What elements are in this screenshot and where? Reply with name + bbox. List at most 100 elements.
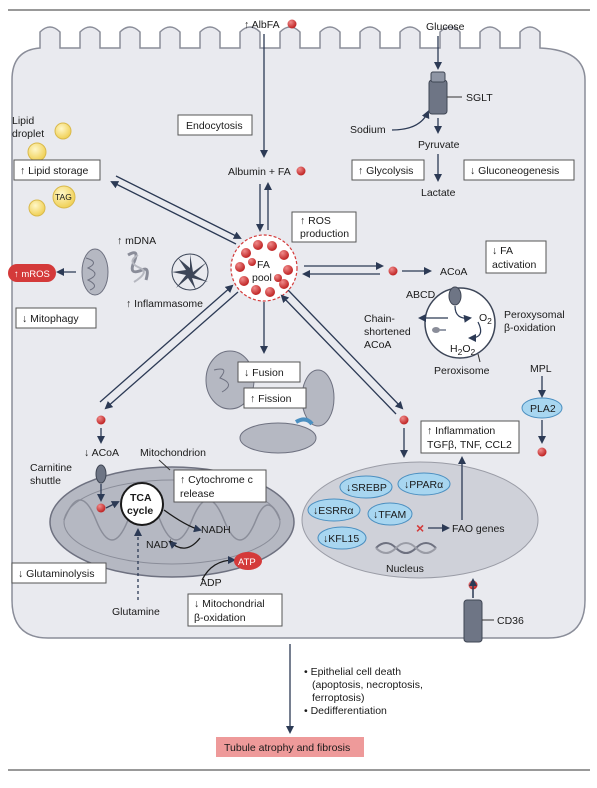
inflammasome-label: ↑ Inflammasome [126,298,203,310]
lactate-label: Lactate [421,187,456,199]
carnitine-shuttle [95,464,120,513]
pla2-label: PLA2 [530,403,556,415]
peroxisome-label: Peroxisome [434,365,490,377]
chain-label-2: shortened [364,326,411,338]
sglt-transporter [428,71,462,115]
chain-label-3: ACoA [364,339,391,351]
fa-dot-albumin [296,166,306,176]
glucose-label: Glucose [426,21,465,33]
fission-box [243,387,307,409]
death-label-3: ferroptosis) [312,692,365,704]
mdna-label: ↑ mDNA [117,235,156,247]
fission-label: ↑ Fission [250,393,292,405]
albumin-fa-label: Albumin + FA [228,166,291,178]
peroxisome [418,286,496,359]
mros-pill [8,264,56,282]
o2-label: O2 [479,312,492,326]
fao-genes-label: FAO genes [452,523,505,535]
sodium-label: Sodium [350,124,386,136]
ros-box [291,211,357,243]
fusion-box [237,361,301,383]
lipid-droplets [27,122,76,217]
pyruvate-label: Pyruvate [418,139,460,151]
fusion-label: ↓ Fusion [244,367,284,379]
atp-label: ATP [238,557,256,568]
mito-ox-box [187,593,283,627]
fa-activation-label-2: activation [492,259,537,271]
ppara-label: ↓PPARα [404,479,443,491]
nad-label: NAD+ [146,536,173,551]
carnitine-label-1: Carnitine [30,462,72,474]
fa-dot-mito [96,415,106,425]
nucleus-label: Nucleus [386,563,424,575]
mdna-icon [127,251,149,283]
fa-dot-top [287,19,297,29]
atp-pill [234,552,262,570]
inflammasome-icon [171,253,209,291]
lipid-droplet-label-1: Lipid [12,115,34,127]
cd36-label: CD36 [497,615,524,627]
dediff-label: • Dedifferentiation [304,705,387,717]
death-label-1: • Epithelial cell death [304,666,401,678]
mpl-label: MPL [530,363,552,375]
cytc-label-2: release [180,488,215,500]
mito-ox-label-2: β-oxidation [194,612,246,624]
px-ox-label-2: β-oxidation [504,322,556,334]
endocytosis-box [177,114,253,136]
abcd-label: ABCD [406,289,436,301]
cytc-label-1: ↑ Cytochrome c [180,474,253,486]
tfam-label: ↓TFAM [373,509,406,521]
inflammation-box [420,420,520,454]
tca-label-1: TCA [130,492,152,504]
final-outcome-label: Tubule atrophy and fibrosis [224,742,350,754]
svg-text:×: × [416,520,424,536]
dna-helix-icon: × [375,520,437,554]
lipid-storage-label: ↑ Lipid storage [20,165,88,177]
ros-label-1: ↑ ROS [300,215,331,227]
fa-dot-nucleus [399,415,409,425]
mito-label: Mitochondrion [140,447,206,459]
fa-pool-label-1: FA [257,259,270,271]
inflammation-label-2: TGFβ, TNF, CCL2 [427,439,512,451]
cytc-box [173,469,267,503]
cd36-transporter [463,599,483,643]
mitophagy-label: ↓ Mitophagy [22,313,79,325]
fa-dot-pla2 [537,447,547,457]
px-acoa-label: ACoA [440,266,467,278]
tag-label: TAG [55,192,72,202]
gluconeogenesis-box [463,159,575,181]
albfa-label: ↑ AlbFA [244,19,280,31]
esrra-label: ↓ESRRα [313,505,354,517]
death-label-2: (apoptosis, necroptosis, [312,679,423,691]
glutamine-label: Glutamine [112,606,160,618]
fa-activation-box [485,240,547,274]
glycolysis-label: ↑ Glycolysis [358,165,413,177]
mito-acoa-label: ↓ ACoA [84,447,119,459]
fa-activation-label-1: ↓ FA [492,245,513,257]
srebp-label: ↓SREBP [346,482,387,494]
kfl15-label: ↓KFL15 [323,533,359,545]
nadh-label: NADH [201,524,231,536]
glycolysis-box [351,159,425,181]
px-ox-label-1: Peroxysomal [504,309,565,321]
gluconeogenesis-label: ↓ Gluconeogenesis [470,165,559,177]
tca-label-2: cycle [127,505,153,517]
mitophagy-box [15,307,97,329]
glutaminolysis-label: ↓ Glutaminolysis [18,568,94,580]
chain-label-1: Chain- [364,313,395,325]
fa-dot-peroxisome [388,266,398,276]
pla2-pill [521,397,563,419]
inflammation-label-1: ↑ Inflammation [427,425,495,437]
sglt-label: SGLT [466,92,493,104]
damaged-mitochondrion [81,248,109,296]
mito-ox-label-1: ↓ Mitochondrial [194,598,265,610]
endocytosis-label: Endocytosis [186,120,243,132]
final-outcome-box [216,737,364,757]
tca-cycle [120,482,164,526]
transcription-factors [307,472,451,550]
glutaminolysis-box [11,562,107,584]
mros-label: ↑ mROS [14,269,50,280]
ros-label-2: production [300,228,349,240]
lipid-droplet-label-2: droplet [12,128,44,140]
